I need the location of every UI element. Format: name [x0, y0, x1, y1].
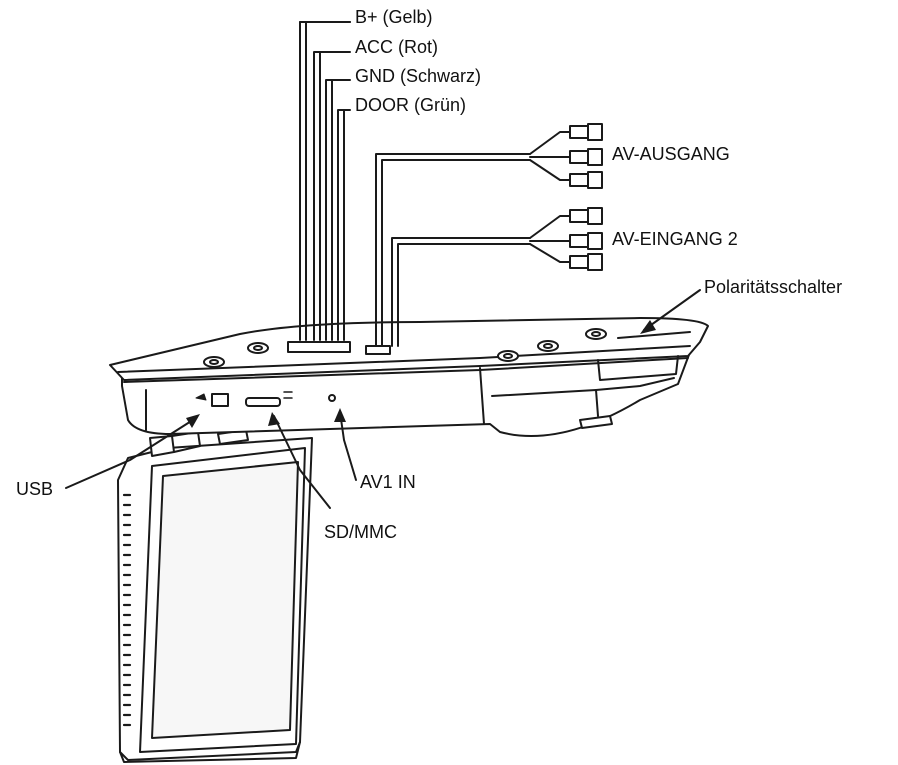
av1-jack	[328, 394, 336, 402]
av-out-rca-plugs	[569, 123, 603, 189]
label-polarity: Polaritätsschalter	[704, 277, 843, 297]
usb-leader	[65, 417, 197, 489]
sd-slot	[245, 397, 281, 407]
label-door: DOOR (Grün)	[355, 95, 467, 115]
sd-leader	[273, 415, 331, 509]
usb-port	[211, 393, 229, 407]
label-b-plus: B+ (Gelb)	[355, 7, 433, 27]
screen-vents	[122, 493, 132, 727]
power-wires	[299, 21, 351, 341]
housing	[109, 317, 709, 437]
label-av-in2: AV-EINGANG 2	[612, 229, 738, 249]
label-av-out: AV-AUSGANG	[612, 144, 730, 164]
label-gnd: GND (Schwarz)	[355, 66, 482, 86]
av-in2-rca-plugs	[569, 207, 603, 271]
label-sd-mmc: SD/MMC	[324, 522, 397, 542]
label-acc: ACC (Rot)	[355, 37, 439, 57]
label-av1-in: AV1 IN	[360, 472, 416, 492]
polarity-leader	[643, 289, 701, 331]
flip-down-screen	[117, 429, 313, 763]
av-output-cable	[375, 123, 603, 347]
av-input2-cable	[391, 207, 603, 347]
label-usb: USB	[16, 479, 54, 499]
